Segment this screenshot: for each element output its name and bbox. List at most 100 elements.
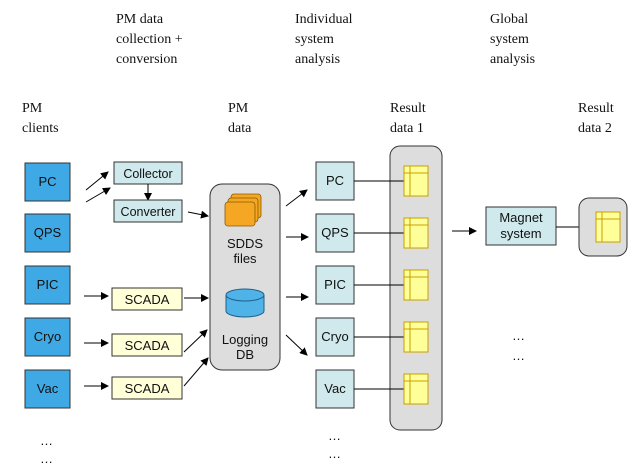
arrow-converter-store — [187, 210, 209, 219]
clients-ellipsis-1: … — [40, 433, 53, 448]
converter-label: Converter — [121, 205, 176, 219]
global-ellipsis-2: … — [512, 348, 525, 363]
analysis-qps: QPS — [315, 213, 355, 253]
global-magnet-box — [485, 206, 557, 246]
client-pc-label: PC — [38, 174, 56, 189]
analysis-pc-label: PC — [326, 173, 344, 188]
scada-2: SCADA — [111, 333, 183, 357]
analysis-cryo-label: Cryo — [321, 329, 348, 344]
converter: Converter — [113, 199, 183, 223]
analysis-ellipsis-1: … — [328, 428, 341, 443]
client-cryo-box — [24, 317, 71, 357]
header-global: Global system analysis — [490, 12, 535, 67]
result-doc-global — [595, 211, 621, 243]
pm-data-store-panel — [209, 183, 281, 371]
collector: Collector — [113, 161, 183, 185]
arrow-pc-collector-1 — [85, 171, 109, 191]
analysis-pic-box — [315, 265, 355, 305]
header-result1-line1: Result — [390, 101, 426, 116]
header-pm-clients-line2: clients — [22, 121, 59, 136]
header-pm-clients-line1: PM — [22, 101, 43, 116]
client-qps: QPS — [24, 213, 71, 253]
analysis-cryo: Cryo — [315, 317, 355, 357]
scada-2-label: SCADA — [125, 338, 170, 353]
header-pm-data-line2: data — [228, 121, 252, 136]
client-vac-box — [24, 369, 71, 409]
result-doc-vac — [403, 373, 429, 405]
database-icon — [225, 288, 265, 318]
db-top — [225, 288, 265, 302]
header-pm-clients: PM clients — [22, 101, 59, 136]
converter-box — [113, 199, 183, 223]
header-pm-collection-line2: collection + — [116, 32, 183, 47]
client-pc-box — [24, 162, 71, 202]
header-individual: Individual system analysis — [295, 12, 353, 67]
analysis-pc: PC — [315, 161, 355, 201]
document-icon — [403, 217, 429, 249]
global-magnet-label-line1: Magnet — [499, 210, 543, 225]
scada-2-box — [111, 333, 183, 357]
global-magnet-system: Magnet system — [485, 206, 557, 246]
client-pic-label: PIC — [37, 277, 59, 292]
analysis-cryo-box — [315, 317, 355, 357]
analysis-vac: Vac — [315, 369, 355, 409]
arrow-store-cryo — [285, 334, 308, 356]
global-magnet-label-line2: system — [500, 226, 541, 241]
analysis-vac-label: Vac — [324, 381, 346, 396]
result-doc-pic — [403, 269, 429, 301]
header-result2: Result data 2 — [578, 101, 614, 136]
collector-label: Collector — [123, 167, 172, 181]
analysis-qps-label: QPS — [321, 225, 349, 240]
header-global-line1: Global — [490, 12, 528, 27]
clients-ellipsis-2: … — [40, 451, 53, 464]
client-vac: Vac — [24, 369, 71, 409]
result-doc-cryo — [403, 321, 429, 353]
header-individual-line3: analysis — [295, 52, 340, 67]
scada-1-box — [111, 287, 183, 311]
header-global-line3: analysis — [490, 52, 535, 67]
sdds-label-line2: files — [233, 251, 257, 266]
logging-label-line1: Logging — [222, 332, 268, 347]
header-result1: Result data 1 — [390, 101, 426, 136]
client-vac-label: Vac — [37, 381, 59, 396]
analysis-ellipsis-2: … — [328, 446, 341, 461]
header-pm-collection: PM data collection + conversion — [116, 12, 183, 67]
pm-data-store: SDDS files Logging DB — [209, 183, 281, 371]
header-result1-line2: data 1 — [390, 121, 424, 136]
document-icon — [403, 269, 429, 301]
scada-3: SCADA — [111, 376, 183, 400]
header-pm-collection-line3: conversion — [116, 52, 177, 67]
client-qps-label: QPS — [34, 225, 62, 240]
analysis-pic-label: PIC — [324, 277, 346, 292]
analysis-pc-box — [315, 161, 355, 201]
analysis-pic: PIC — [315, 265, 355, 305]
client-pic-box — [24, 265, 71, 305]
header-pm-data-line1: PM — [228, 101, 249, 116]
arrow-scada3-store — [183, 357, 209, 387]
client-pc: PC — [24, 162, 71, 202]
document-icon — [403, 165, 429, 197]
client-qps-box — [24, 213, 71, 253]
analysis-vac-box — [315, 369, 355, 409]
global-ellipsis-1: … — [512, 328, 525, 343]
document-icon — [403, 321, 429, 353]
arrow-scada2-store — [183, 329, 208, 353]
scada-1: SCADA — [111, 287, 183, 311]
logging-label-line2: DB — [236, 347, 254, 362]
header-pm-collection-line1: PM data — [116, 12, 164, 27]
header-result2-line1: Result — [578, 101, 614, 116]
scada-1-label: SCADA — [125, 292, 170, 307]
file-stack-front — [224, 201, 256, 227]
header-pm-data: PM data — [228, 101, 252, 136]
header-individual-line2: system — [295, 32, 334, 47]
sdds-files-icon — [224, 193, 262, 227]
document-icon — [403, 373, 429, 405]
arrow-pc-collector-2 — [85, 187, 111, 203]
arrow-store-pc — [285, 189, 308, 207]
scada-3-box — [111, 376, 183, 400]
client-pic: PIC — [24, 265, 71, 305]
header-individual-line1: Individual — [295, 12, 353, 27]
document-icon — [595, 211, 621, 243]
scada-3-label: SCADA — [125, 381, 170, 396]
